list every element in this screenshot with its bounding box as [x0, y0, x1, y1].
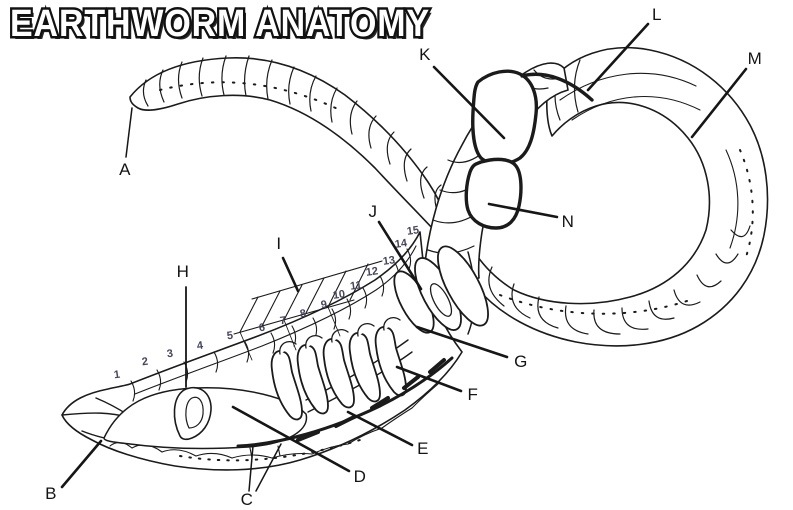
h-loop-organ — [173, 386, 212, 441]
clitellum-outline — [464, 69, 594, 230]
page-title: EARTHWORM ANATOMY EARTHWORM ANATOMY — [8, 1, 433, 49]
leader-C — [248, 443, 282, 492]
leader-D — [231, 405, 351, 473]
leader-E — [346, 410, 414, 447]
page-title-shadow: EARTHWORM ANATOMY — [13, 6, 433, 48]
leader-I — [281, 256, 300, 293]
segment-number-10: 10 — [332, 288, 346, 302]
label-B: B — [45, 484, 57, 503]
leader-M — [690, 67, 748, 139]
label-D: D — [353, 467, 367, 486]
leader-B — [60, 439, 103, 489]
tail-section — [129, 55, 449, 246]
ventral-nerve-cord — [236, 356, 454, 448]
label-H: H — [176, 262, 190, 281]
page-title-text: EARTHWORM ANATOMY — [10, 3, 430, 45]
leader-G — [415, 325, 509, 359]
label-G: G — [514, 352, 528, 371]
crop-gizzard-rings — [393, 245, 489, 335]
internal-organs — [103, 245, 489, 450]
leader-L — [586, 22, 650, 92]
segment-number-11: 11 — [349, 279, 363, 293]
leader-lines — [60, 22, 748, 492]
leader-K — [432, 65, 506, 140]
segment-number-15: 15 — [406, 224, 420, 238]
label-E: E — [417, 439, 429, 458]
leader-J — [377, 220, 423, 291]
septa-grid — [233, 260, 383, 361]
segment-number-12: 12 — [365, 265, 379, 279]
label-F: F — [467, 385, 479, 404]
label-J: J — [368, 202, 378, 221]
label-K: K — [419, 45, 431, 64]
label-A: A — [119, 160, 131, 179]
label-L: L — [652, 5, 662, 24]
label-I: I — [276, 234, 282, 253]
leader-A — [125, 107, 133, 158]
label-M: M — [747, 49, 763, 68]
leader-F — [395, 365, 463, 393]
leader-N — [487, 202, 559, 219]
segment-number-14: 14 — [394, 237, 408, 251]
label-C: C — [240, 490, 254, 509]
segment-number-13: 13 — [382, 254, 396, 268]
label-N: N — [561, 212, 575, 231]
